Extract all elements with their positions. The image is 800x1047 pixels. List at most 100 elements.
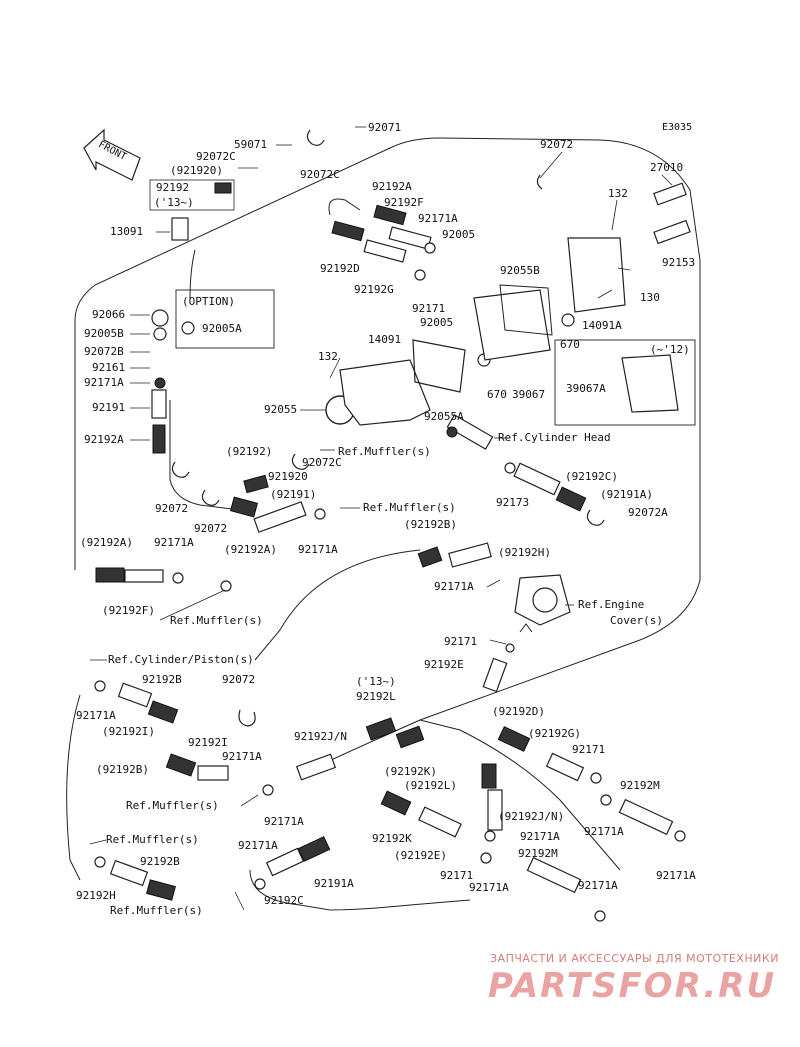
part-label: (92192F) [102,604,155,617]
part-label: 92171 [444,635,477,648]
front-arrow-icon: FRONT [83,128,141,181]
part-label: 92005 [442,228,475,241]
part-label: 92072C [196,150,236,163]
part-label: (92191A) [600,488,653,501]
part-label: 92192F [384,196,424,209]
part-label: 39067A [566,382,606,395]
part-label: 92171 [572,743,605,756]
part-label: Ref.Cylinder/Piston(s) [108,653,254,666]
cylinder-head-fitting [446,414,494,450]
part-label: 92171A [469,881,509,894]
hose-tube-icon [109,226,674,894]
watermark-logo: PARTSFOR.RU [488,966,777,1006]
part-label: 92072A [628,506,668,519]
part-label: 92072 [222,673,255,686]
part-label: 132 [318,350,338,363]
part-label: 92171 [412,302,445,315]
part-label: 92173 [496,496,529,509]
part-label: Ref.Muffler(s) [126,799,219,812]
option-box [175,289,275,349]
part-label: (92192G) [528,727,581,740]
part-label: (92191) [270,488,316,501]
part-label: 92066 [92,308,125,321]
engine-cover-fitting [514,574,571,633]
part-label: 92171A [418,212,458,225]
inset-box-label: (~'12) [650,343,690,356]
part-label: 92171A [238,839,278,852]
part-label: Ref.Engine [578,598,644,611]
part-label: ('13~) [154,196,194,209]
part-label: 92072C [300,168,340,181]
cap-icon [171,217,189,241]
part-label: Ref.Muffler(s) [363,501,456,514]
main-hose-loop [74,137,701,771]
part-label: 92192B [140,855,180,868]
part-label: (92192B) [96,763,149,776]
part-label: 92171A [520,830,560,843]
part-label: 92192M [518,847,558,860]
part-label: 92192H [76,889,116,902]
part-label: 92191A [314,877,354,890]
part-label: 92192A [372,180,412,193]
part-label: 92071 [368,121,401,134]
part-label: (92192C) [565,470,618,483]
part-label: 92072 [194,522,227,535]
part-label: 92192M [620,779,660,792]
clamp-spring-icon [95,182,587,901]
part-label: 92191 [92,401,125,414]
part-label: (921920) [170,164,223,177]
part-label: 14091A [582,319,622,332]
part-label: (92192I) [102,725,155,738]
part-label: 92171A [222,750,262,763]
part-label: 92192D [320,262,360,275]
part-label: 132 [608,187,628,200]
part-label: 92072 [540,138,573,151]
part-label: 92192K [372,832,412,845]
part-label: 92072B [84,345,124,358]
part-label: ('13~) [356,675,396,688]
part-label: (92192B) [404,518,457,531]
part-label: (92192H) [498,546,551,559]
part-label: 92055 [264,403,297,416]
part-label: 92005A [202,322,242,335]
cylinder-cover-plate [339,237,679,426]
part-label: 92192J/N [294,730,347,743]
part-label: 92171A [434,580,474,593]
part-label: 92161 [92,361,125,374]
part-label: 92192E [424,658,464,671]
part-label: 92055B [500,264,540,277]
fitting-icon [94,242,686,922]
part-label: (92192J/N) [498,810,564,823]
part-label: Ref.Muffler(s) [110,904,203,917]
part-label: 130 [640,291,660,304]
option-box-label: (OPTION) [182,295,235,308]
year-box [149,179,235,211]
diagram-code: E3035 [662,122,692,133]
part-label: 92171A [154,536,194,549]
part-label: 92072C [302,456,342,469]
part-label: 92005B [84,327,124,340]
part-label: (92192A) [80,536,133,549]
part-label: 27010 [650,161,683,174]
part-label: 670 [560,338,580,351]
clip-ring-icon [171,129,605,727]
part-label: 92072 [155,502,188,515]
part-label: 59071 [234,138,267,151]
part-label: 39067 [512,388,545,401]
part-label: Ref.Muffler(s) [170,614,263,627]
part-label: 92171A [76,709,116,722]
part-label: (92192L) [404,779,457,792]
part-label: 13091 [110,225,143,238]
part-label: 92192 [156,181,189,194]
part-label: 92192A [84,433,124,446]
part-label: 92005 [420,316,453,329]
watermark-tagline: ЗАПЧАСТИ И АКСЕССУАРЫ ДЛЯ МОТОТЕХНИКИ [490,952,779,965]
part-label: 92192I [188,736,228,749]
part-label: 92171A [84,376,124,389]
part-label: 92192G [354,283,394,296]
part-label: 92171A [584,825,624,838]
part-label: 921920 [268,470,308,483]
part-label: 14091 [368,333,401,346]
part-label: 92055A [424,410,464,423]
